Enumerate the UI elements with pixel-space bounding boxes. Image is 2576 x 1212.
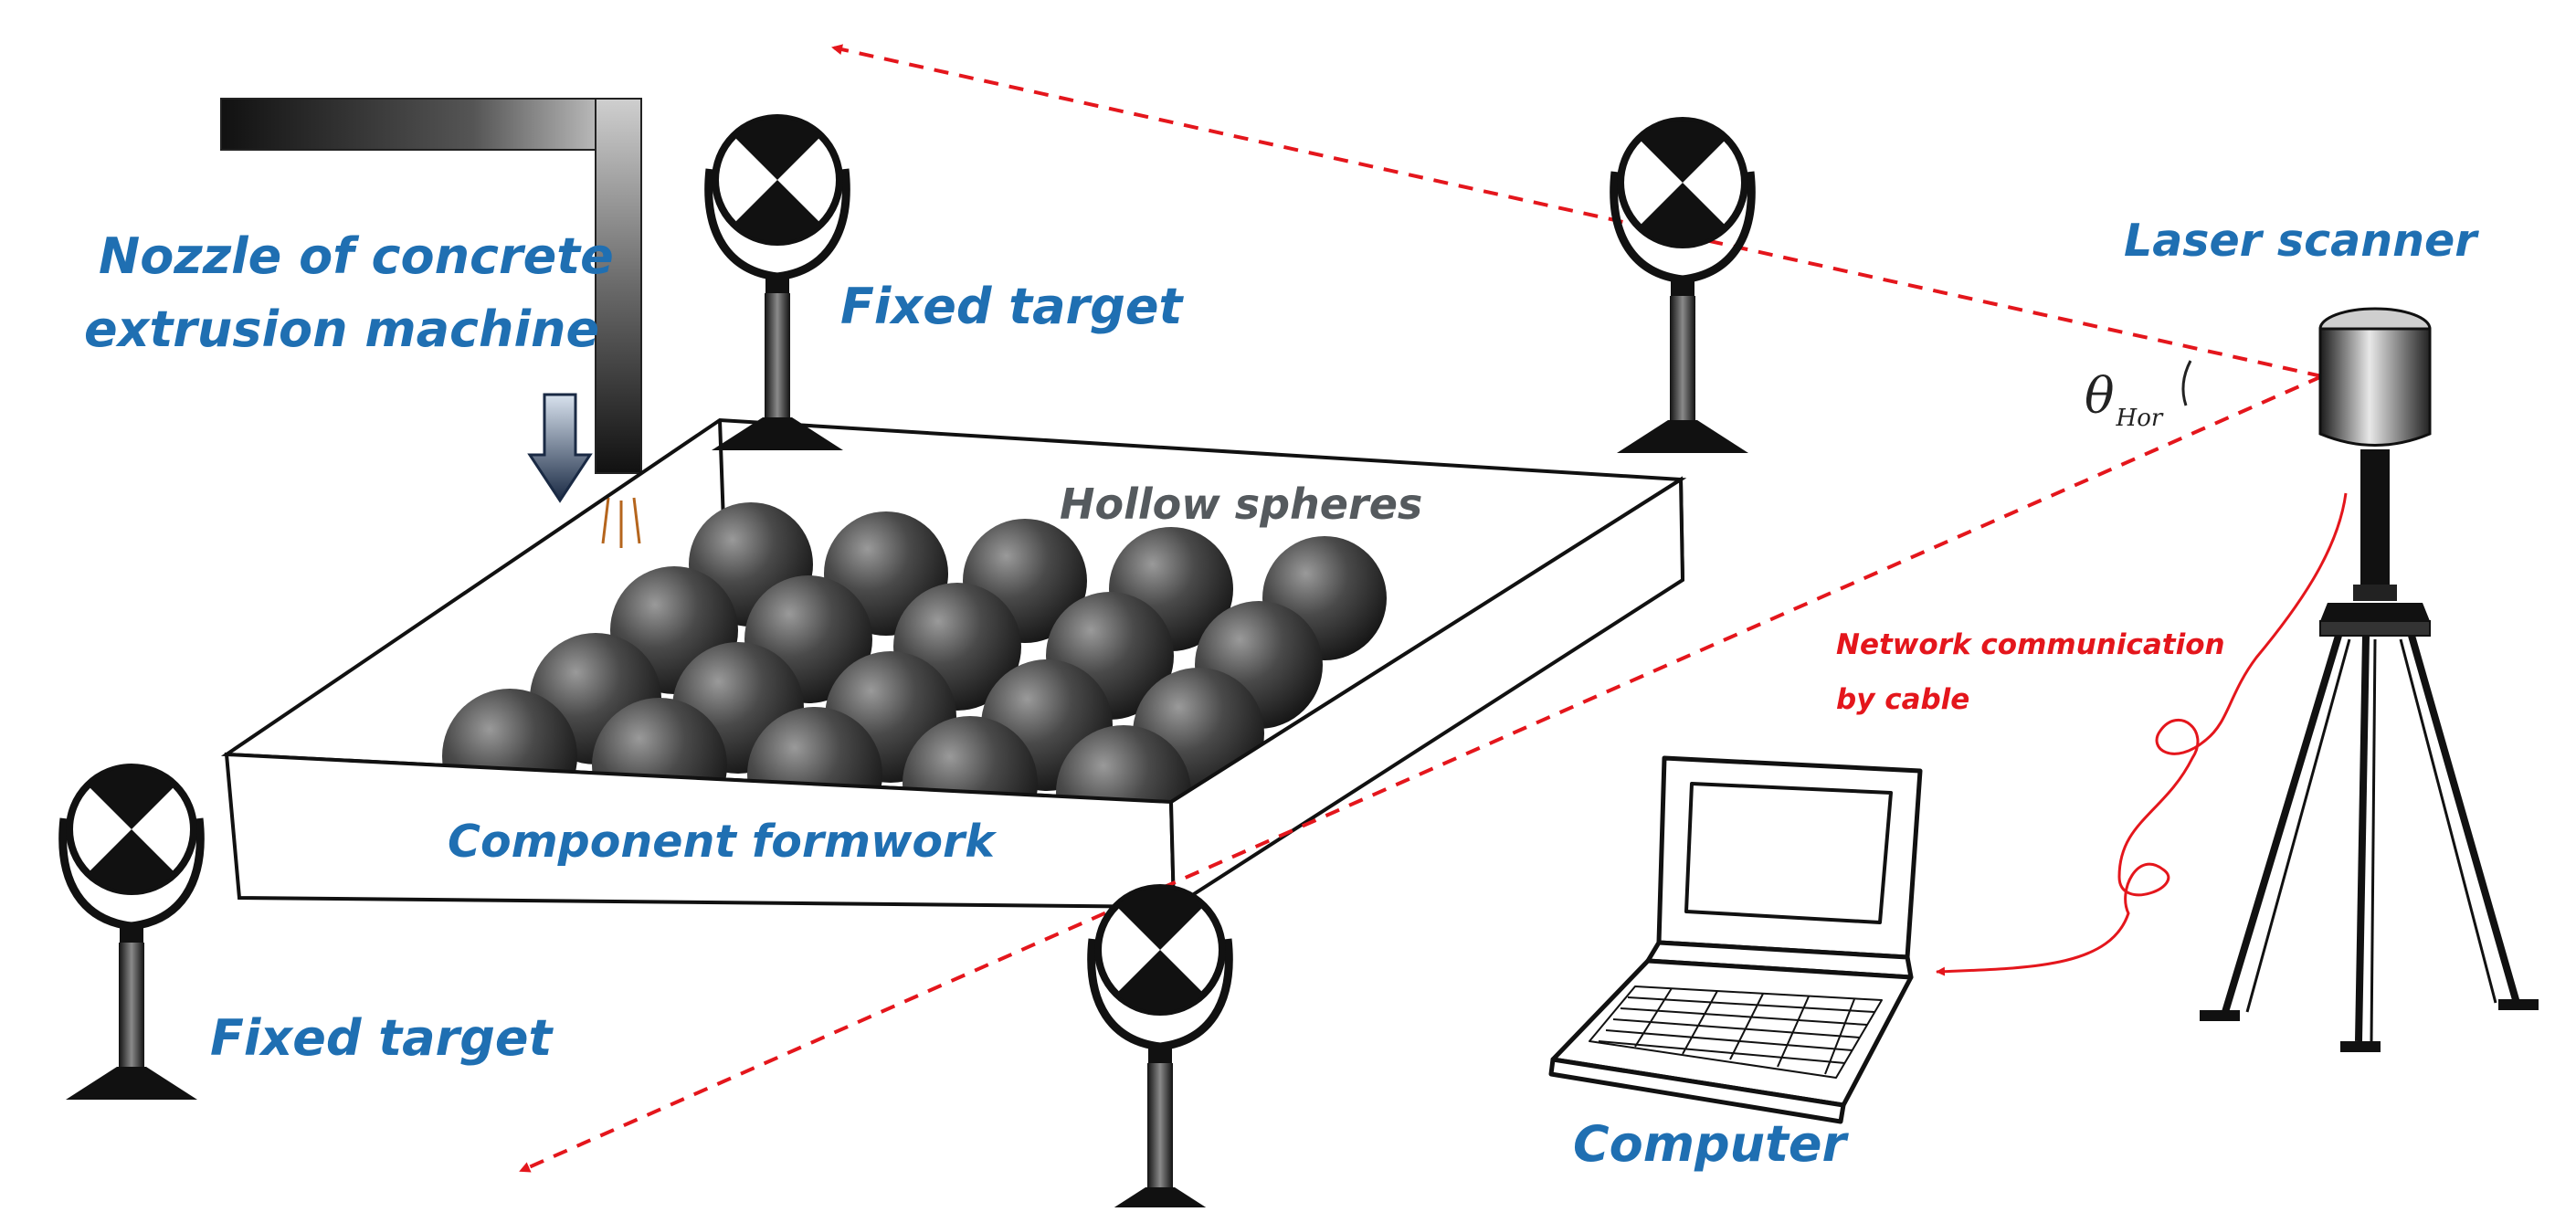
laptop-icon — [1548, 755, 1923, 1124]
checkered-target-icon — [1614, 121, 1752, 453]
angle-label: θHor — [2085, 367, 2162, 432]
laser-scanner-label: Laser scanner — [2124, 215, 2477, 267]
computer-label: Computer — [1573, 1115, 1847, 1173]
nozzle-label-line1: Nozzle of concrete — [99, 227, 614, 285]
down-arrow-icon — [527, 393, 593, 503]
checkered-target-icon — [63, 767, 201, 1100]
fixed-target-label-bottom: Fixed target — [210, 1009, 553, 1067]
angle-subscript: Hor — [2116, 405, 2163, 432]
network-label-line2: by cable — [1836, 683, 1970, 716]
network-label-line1: Network communication — [1836, 628, 2225, 661]
checkered-target-icon — [1092, 888, 1230, 1207]
laser-scanner-icon — [2200, 307, 2539, 1052]
component-formwork-label: Component formwork — [448, 816, 995, 868]
hollow-spheres-label: Hollow spheres — [1060, 480, 1423, 529]
nozzle-label-line2: extrusion machine — [84, 300, 600, 358]
nozzle-icon — [220, 98, 642, 548]
formwork-front — [224, 476, 1685, 911]
fixed-target-label-top: Fixed target — [840, 278, 1183, 335]
laser-beams — [519, 44, 2323, 1173]
checkered-target-icon — [709, 118, 847, 450]
angle-symbol: θ — [2085, 367, 2115, 425]
network-cable — [1936, 492, 2348, 976]
angle-arc — [2181, 360, 2192, 406]
